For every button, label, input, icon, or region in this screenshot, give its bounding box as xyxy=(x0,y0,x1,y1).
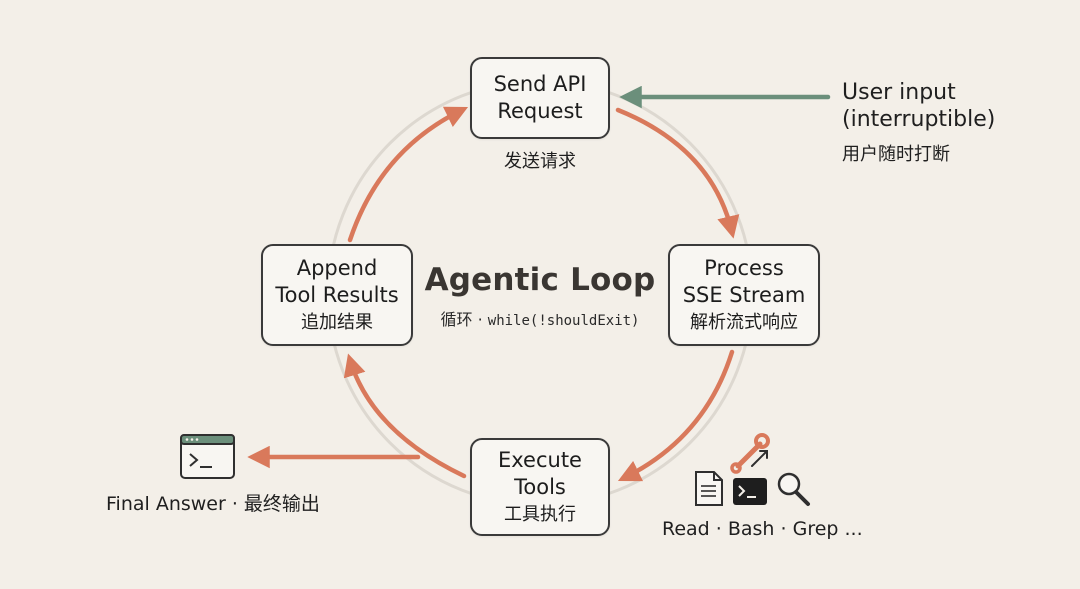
final-answer-label: Final Answer · 最终输出 xyxy=(106,493,320,515)
center-title: Agentic Loop xyxy=(424,262,656,298)
node-process-zh: 解析流式响应 xyxy=(690,311,798,333)
center-subtitle-code: while(!shouldExit) xyxy=(487,313,640,329)
center-subtitle-zh: 循环 · xyxy=(440,310,488,329)
node-execute-tools: Execute Tools 工具执行 xyxy=(470,438,610,536)
arrow-process-to-execute xyxy=(617,349,735,482)
node-execute-line1: Execute xyxy=(498,447,582,472)
terminal-window-icon xyxy=(180,434,235,479)
node-append-line2: Tool Results xyxy=(275,282,399,307)
node-process-sse-stream: Process SSE Stream 解析流式响应 xyxy=(668,244,820,346)
node-send-line2: Request xyxy=(497,99,583,123)
node-send-zh: 发送请求 xyxy=(504,151,576,172)
wrench-arrow-icon xyxy=(730,433,770,474)
arrow-append-to-send xyxy=(347,106,469,243)
center-subtitle: 循环 · while(!shouldExit) xyxy=(380,306,700,330)
node-append-tool-results: Append Tool Results 追加结果 xyxy=(261,244,413,346)
node-append-zh: 追加结果 xyxy=(301,311,373,333)
node-execute-zh: 工具执行 xyxy=(504,503,576,525)
node-process-line1: Process xyxy=(704,255,784,280)
magnifier-icon xyxy=(777,472,810,506)
arrow-execute-to-append xyxy=(343,353,467,479)
node-process-line2: SSE Stream xyxy=(682,282,806,307)
arrow-send-to-process xyxy=(615,107,740,239)
node-send-api-request: Send API Request xyxy=(470,57,610,139)
document-icon xyxy=(695,471,723,506)
user-input-zh: 用户随时打断 xyxy=(842,144,950,165)
node-send-line1: Send API xyxy=(493,72,587,96)
user-input-line2: (interruptible) xyxy=(842,107,996,132)
node-execute-line2: Tools xyxy=(514,474,566,499)
node-append-line1: Append xyxy=(296,255,378,280)
tools-label: Read · Bash · Grep ... xyxy=(662,518,863,540)
terminal-icon xyxy=(733,478,767,505)
user-input-line1: User input xyxy=(842,80,956,105)
